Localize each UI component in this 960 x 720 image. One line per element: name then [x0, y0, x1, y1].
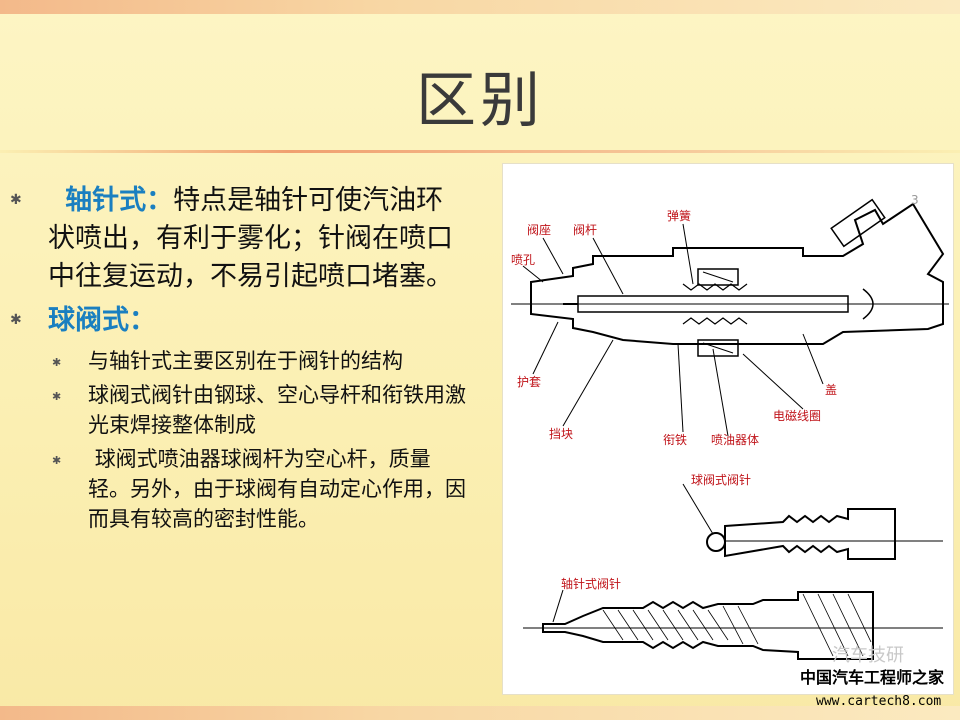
bullet-ball-valve-term: 球阀式： [48, 305, 156, 336]
bullet-pintle-text: 特点是轴针可使汽油环状喷出，有利于雾化；针阀在喷口中往复运动，不易引起喷口堵塞。 [48, 185, 453, 292]
top-decor-bar [0, 0, 960, 14]
slide-title: 区别 [416, 66, 544, 136]
label-coil: 电磁线圈 [773, 408, 821, 423]
small-asterisk-icon: ✱ [52, 356, 62, 369]
asterisk-bullet-icon: ✱ [10, 312, 22, 328]
slide-body: ✱ 轴针式：特点是轴针可使汽油环状喷出，有利于雾化；针阀在喷口中往复运动，不易引… [10, 182, 490, 538]
title-divider [0, 150, 960, 153]
label-sleeve: 护套 [517, 375, 541, 389]
label-stop-block: 挡块 [549, 427, 573, 441]
sub-bullet: ✱ 球阀式阀针由钢球、空心导杆和衔铁用激光束焊接整体制成 [52, 380, 490, 440]
label-spring: 弹簧 [667, 208, 691, 223]
label-valve-seat: 阀座 [527, 222, 551, 237]
injector-diagram: 阀座 阀杆 弹簧 喷孔 护套 盖 电磁线圈 挡块 衔铁 喷油器体 球阀式阀针 轴… [502, 163, 954, 695]
label-ball-valve-needle: 球阀式阀针 [691, 472, 751, 487]
bullet-ball-valve: ✱ 球阀式： [10, 302, 490, 340]
sub-bullet: ✱ 球阀式喷油器球阀杆为空心杆，质量轻。另外，由于球阀有自动定心作用，因而具有较… [52, 444, 490, 534]
figure-page-number: 3 [911, 193, 919, 207]
label-nozzle-hole: 喷孔 [511, 253, 535, 267]
label-armature: 衔铁 [663, 433, 687, 447]
small-asterisk-icon: ✱ [52, 390, 62, 403]
watermark-url: www.cartech8.com [816, 694, 942, 709]
injector-diagram-svg: 阀座 阀杆 弹簧 喷孔 护套 盖 电磁线圈 挡块 衔铁 喷油器体 球阀式阀针 轴… [511, 193, 949, 660]
small-asterisk-icon: ✱ [52, 454, 62, 467]
sub-bullet: ✱ 与轴针式主要区别在于阀针的结构 [52, 346, 490, 376]
bullet-pintle-term: 轴针式： [65, 185, 174, 216]
sub-bullet-text: 球阀式阀针由钢球、空心导杆和衔铁用激光束焊接整体制成 [88, 383, 466, 437]
sub-bullet-text: 球阀式喷油器球阀杆为空心杆，质量轻。另外，由于球阀有自动定心作用，因而具有较高的… [88, 447, 466, 531]
label-pintle-valve-needle: 轴针式阀针 [561, 576, 621, 591]
asterisk-bullet-icon: ✱ [10, 192, 22, 208]
watermark-site-name: 中国汽车工程师之家 [800, 668, 945, 687]
bottom-decor-bar [0, 706, 960, 720]
label-injector-body: 喷油器体 [711, 433, 759, 447]
label-valve-rod: 阀杆 [573, 223, 597, 237]
watermark-ghost-text: 汽车技研 [832, 645, 904, 666]
bullet-pintle: ✱ 轴针式：特点是轴针可使汽油环状喷出，有利于雾化；针阀在喷口中往复运动，不易引… [10, 182, 490, 296]
sub-bullet-text: 与轴针式主要区别在于阀针的结构 [88, 349, 403, 373]
label-cover: 盖 [825, 383, 837, 397]
